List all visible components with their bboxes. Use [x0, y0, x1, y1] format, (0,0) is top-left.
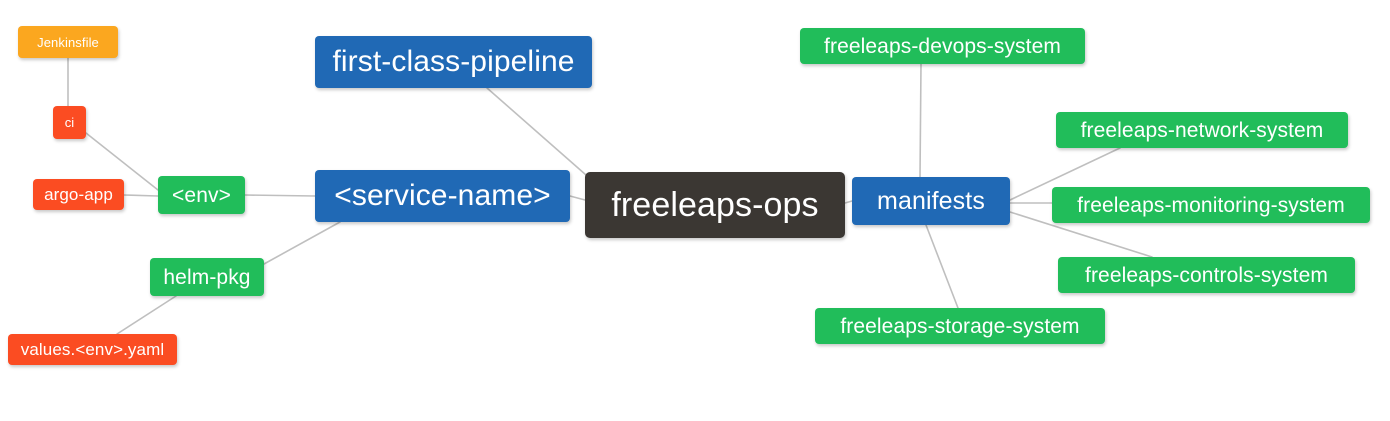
node-env[interactable]: <env> — [158, 176, 245, 214]
node-freeleaps-controls-system[interactable]: freeleaps-controls-system — [1058, 257, 1355, 293]
node-values-env-yaml[interactable]: values.<env>.yaml — [8, 334, 177, 365]
edge-manifests-to-freeleaps-storage-system — [925, 224, 959, 309]
node-jenkinsfile[interactable]: Jenkinsfile — [18, 26, 118, 58]
node-service-name[interactable]: <service-name> — [315, 170, 570, 222]
edge-service-name-to-first-class-pipeline — [486, 87, 595, 183]
node-freeleaps-devops-system[interactable]: freeleaps-devops-system — [800, 28, 1085, 64]
edge-freeleaps-ops-to-manifests — [844, 200, 853, 204]
edge-env-to-argo-app — [123, 194, 159, 197]
edge-helm-pkg-to-values-env-yaml — [116, 295, 177, 335]
node-first-class-pipeline[interactable]: first-class-pipeline — [315, 36, 592, 88]
edge-service-name-to-env — [244, 194, 316, 197]
node-freeleaps-network-system[interactable]: freeleaps-network-system — [1056, 112, 1348, 148]
edge-service-name-to-helm-pkg — [263, 221, 341, 265]
edge-freeleaps-ops-to-service-name — [569, 195, 586, 201]
node-freeleaps-storage-system[interactable]: freeleaps-storage-system — [815, 308, 1105, 344]
node-freeleaps-ops[interactable]: freeleaps-ops — [585, 172, 845, 238]
edge-manifests-to-freeleaps-devops-system — [919, 63, 922, 178]
node-freeleaps-monitoring-system[interactable]: freeleaps-monitoring-system — [1052, 187, 1370, 223]
node-ci[interactable]: ci — [53, 106, 86, 139]
node-helm-pkg[interactable]: helm-pkg — [150, 258, 264, 296]
node-argo-app[interactable]: argo-app — [33, 179, 124, 210]
node-manifests[interactable]: manifests — [852, 177, 1010, 225]
